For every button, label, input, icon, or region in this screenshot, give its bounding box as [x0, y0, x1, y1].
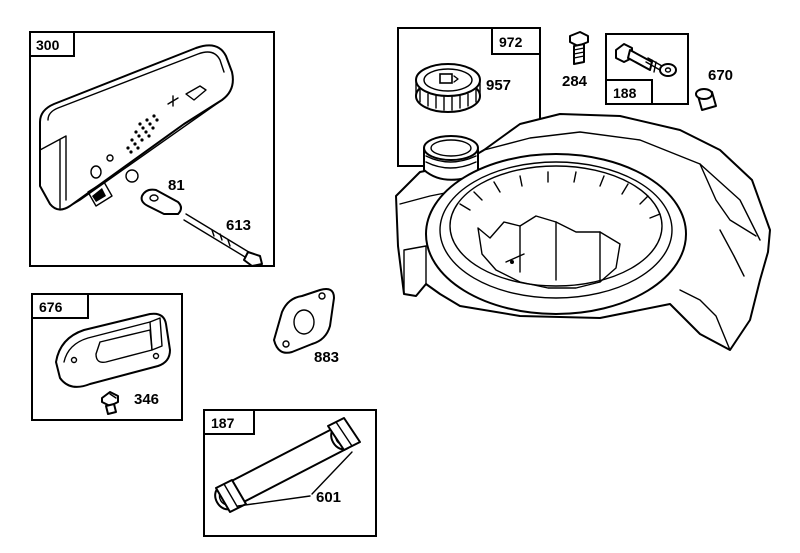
- box-187-tag: 187: [211, 415, 235, 431]
- label-670: 670: [708, 67, 733, 84]
- label-346: 346: [134, 391, 159, 408]
- muffler-icon: [39, 44, 234, 211]
- spacer-670-icon: [695, 88, 717, 111]
- bolt-188-icon: [615, 43, 677, 77]
- box-676: 676: [31, 293, 183, 421]
- box-188: 188: [605, 33, 689, 105]
- label-601: 601: [316, 489, 341, 506]
- label-613: 613: [226, 217, 251, 234]
- screw-284-icon: [569, 31, 589, 65]
- label-957: 957: [486, 77, 511, 94]
- label-284: 284: [562, 73, 588, 90]
- gasket-883-icon: [273, 288, 335, 354]
- box-676-tag: 676: [39, 299, 63, 315]
- deflector-icon: [55, 312, 171, 388]
- box-300-tag: 300: [36, 37, 60, 53]
- bolt-613-icon: [183, 213, 263, 267]
- fuel-tank-icon: [395, 113, 771, 351]
- box-300: 300: [29, 31, 275, 267]
- box-972-tag: 972: [499, 34, 523, 50]
- screw-346-icon: [101, 391, 119, 415]
- fuel-line-icon: [214, 417, 361, 513]
- washer-81-icon: [140, 188, 182, 215]
- label-81: 81: [168, 177, 185, 194]
- box-187: 187: [203, 409, 377, 537]
- label-883: 883: [314, 349, 339, 366]
- box-188-tag: 188: [613, 85, 637, 101]
- fuel-cap-icon: [415, 63, 481, 113]
